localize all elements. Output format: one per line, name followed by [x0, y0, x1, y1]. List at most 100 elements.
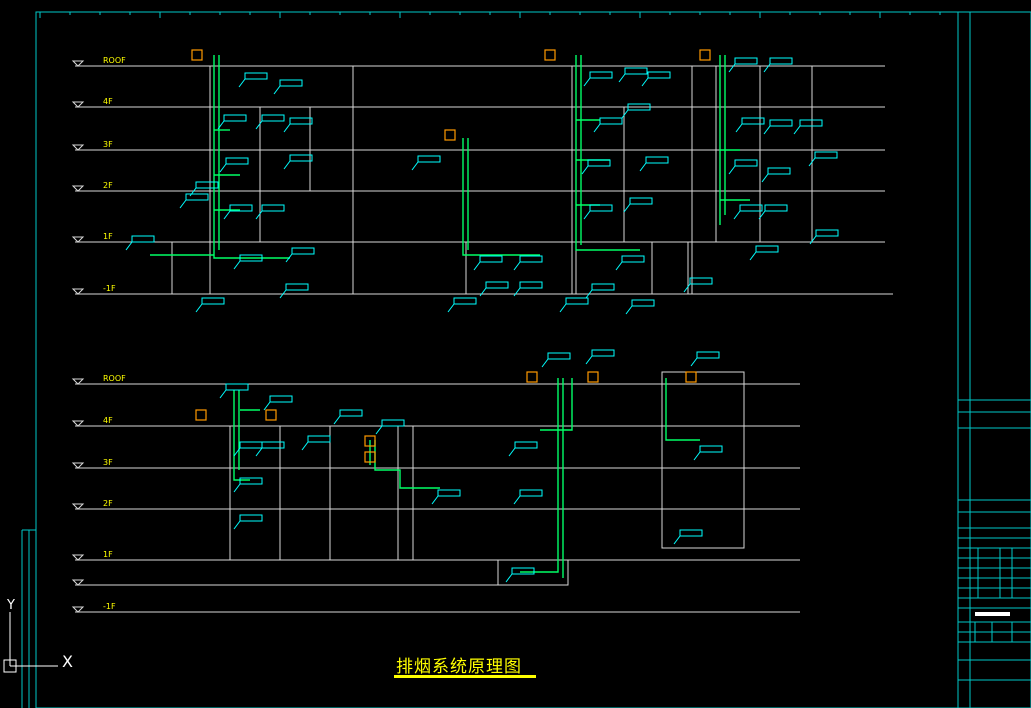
annotation-tag-29	[689, 277, 713, 285]
annotation-tag-40	[815, 229, 839, 237]
annotation-tag-22	[645, 156, 669, 164]
annotation-tag-18	[647, 71, 671, 79]
annotation-tag-26	[591, 283, 615, 291]
annotation-tag-54	[239, 514, 263, 522]
annotation-tag-57	[437, 489, 461, 497]
ucs-x-label: X	[62, 652, 73, 671]
upper-floor-label-4: 1F	[103, 232, 113, 241]
lower-floor-label-3: 2F	[103, 499, 113, 508]
annotation-tags	[125, 57, 839, 583]
annotation-tag-43	[479, 255, 503, 263]
annotation-tag-34	[799, 119, 823, 127]
annotation-tag-24	[629, 197, 653, 205]
upper-floor-label-1: 4F	[103, 97, 113, 106]
drawing-title: 排烟系统原理图	[396, 657, 522, 677]
annotation-tag-3	[261, 114, 285, 122]
title-underline	[394, 675, 536, 678]
ruler-ticks	[39, 12, 941, 18]
annotation-tag-33	[769, 119, 793, 127]
annotation-tag-39	[764, 204, 788, 212]
annotation-tag-58	[514, 441, 538, 449]
lower-floor-label-2: 3F	[103, 458, 113, 467]
annotation-tag-19	[599, 117, 623, 125]
annotation-tag-38	[739, 204, 763, 212]
annotation-tag-25	[621, 255, 645, 263]
annotation-tag-9	[229, 204, 253, 212]
annotation-tag-10	[261, 204, 285, 212]
annotation-tag-0	[244, 72, 268, 80]
annotation-tag-52	[261, 441, 285, 449]
annotation-tag-12	[239, 254, 263, 262]
annotation-tag-17	[624, 67, 648, 75]
ucs-icon	[3, 612, 58, 673]
annotation-tag-30	[734, 57, 758, 65]
annotation-tag-31	[769, 57, 793, 65]
upper-floor-label-2: 3F	[103, 140, 113, 149]
annotation-tag-15	[131, 235, 155, 243]
upper-floor-0: ROOF	[71, 56, 126, 67]
annotation-tag-23	[589, 204, 613, 212]
upper-floor-label-0: ROOF	[103, 56, 126, 65]
annotation-tag-60	[511, 567, 535, 575]
annotation-tag-21	[587, 159, 611, 167]
annotation-tag-11	[291, 247, 315, 255]
annotation-tag-56	[381, 419, 405, 427]
annotation-tag-49	[269, 395, 293, 403]
annotation-tag-55	[339, 409, 363, 417]
fan-equipment	[191, 49, 711, 463]
annotation-tag-1	[279, 79, 303, 87]
annotation-tag-42	[417, 155, 441, 163]
lower-floor-lines	[75, 383, 800, 613]
annotation-tag-6	[289, 154, 313, 162]
drawing-frame	[21, 11, 1031, 708]
lower-floor-4: 1F	[71, 550, 113, 561]
annotation-tag-48	[225, 383, 249, 391]
annotation-tag-47	[453, 297, 477, 305]
lower-floor-0: ROOF	[71, 374, 126, 385]
annotation-tag-8	[185, 193, 209, 201]
upper-floor-4: 1F	[71, 232, 113, 243]
annotation-tag-62	[591, 349, 615, 357]
annotation-tag-35	[734, 159, 758, 167]
lower-floor-5	[71, 579, 85, 586]
annotation-tag-64	[699, 445, 723, 453]
annotation-tag-4	[289, 117, 313, 125]
lower-floor-label-6: -1F	[103, 602, 116, 611]
annotation-tag-14	[201, 297, 225, 305]
floor-labels: ROOF 4F 3F 2F 1F -1F ROOF 4F 3F 2F 1F -1F	[71, 56, 126, 613]
annotation-tag-63	[696, 351, 720, 359]
upper-floor-1: 4F	[71, 97, 113, 108]
lower-floor-2: 3F	[71, 458, 113, 469]
lower-floor-label-0: ROOF	[103, 374, 126, 383]
annotation-tag-44	[519, 255, 543, 263]
annotation-tag-20	[627, 103, 651, 111]
upper-room-outlines	[171, 65, 813, 295]
annotation-tag-13	[285, 283, 309, 291]
lower-floor-3: 2F	[71, 499, 113, 510]
annotation-tag-46	[519, 281, 543, 289]
annotation-tag-2	[223, 114, 247, 122]
annotation-tag-59	[519, 489, 543, 497]
annotation-tag-50	[307, 435, 331, 443]
lower-floor-1: 4F	[71, 416, 113, 427]
lower-floor-label-1: 4F	[103, 416, 113, 425]
annotation-tag-28	[565, 297, 589, 305]
lower-floor-label-4: 1F	[103, 550, 113, 559]
annotation-tag-36	[814, 151, 838, 159]
annotation-tag-32	[741, 117, 765, 125]
annotation-tag-41	[755, 245, 779, 253]
ucs-y-label: Y	[7, 598, 15, 613]
upper-floor-3: 2F	[71, 181, 113, 192]
upper-floor-5: -1F	[71, 284, 116, 295]
upper-floor-2: 3F	[71, 140, 113, 151]
annotation-tag-7	[195, 181, 219, 189]
annotation-tag-65	[679, 529, 703, 537]
upper-floor-label-5: -1F	[103, 284, 116, 293]
upper-floor-label-3: 2F	[103, 181, 113, 190]
annotation-tag-61	[547, 352, 571, 360]
annotation-tag-5	[225, 157, 249, 165]
annotation-tag-27	[631, 299, 655, 307]
annotation-tag-16	[589, 71, 613, 79]
annotation-tag-53	[239, 477, 263, 485]
